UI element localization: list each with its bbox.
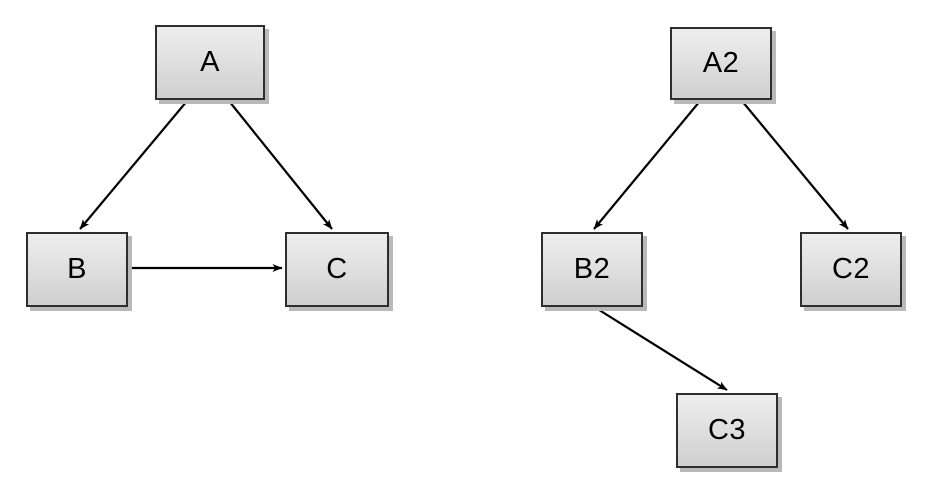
edges-group [79, 100, 849, 391]
edge-a-c[interactable] [228, 100, 333, 230]
edge-a2-b2[interactable] [593, 100, 701, 230]
node-label: A [200, 46, 220, 78]
node-c[interactable]: C [285, 232, 389, 307]
edge-b2-c3[interactable] [595, 307, 728, 391]
node-label: B2 [573, 253, 611, 285]
node-c3[interactable]: C3 [676, 393, 778, 468]
edge-a2-c2[interactable] [741, 100, 849, 230]
node-label: B [67, 253, 87, 285]
node-a[interactable]: A [155, 25, 265, 100]
node-label: C [326, 253, 348, 285]
node-c2[interactable]: C2 [800, 232, 902, 307]
node-label: C3 [707, 414, 747, 446]
node-label: C2 [831, 253, 871, 285]
node-b[interactable]: B [26, 232, 128, 307]
node-b2[interactable]: B2 [541, 232, 643, 307]
node-label: A2 [702, 47, 740, 79]
node-a2[interactable]: A2 [670, 27, 772, 100]
edge-a-b[interactable] [79, 100, 188, 230]
